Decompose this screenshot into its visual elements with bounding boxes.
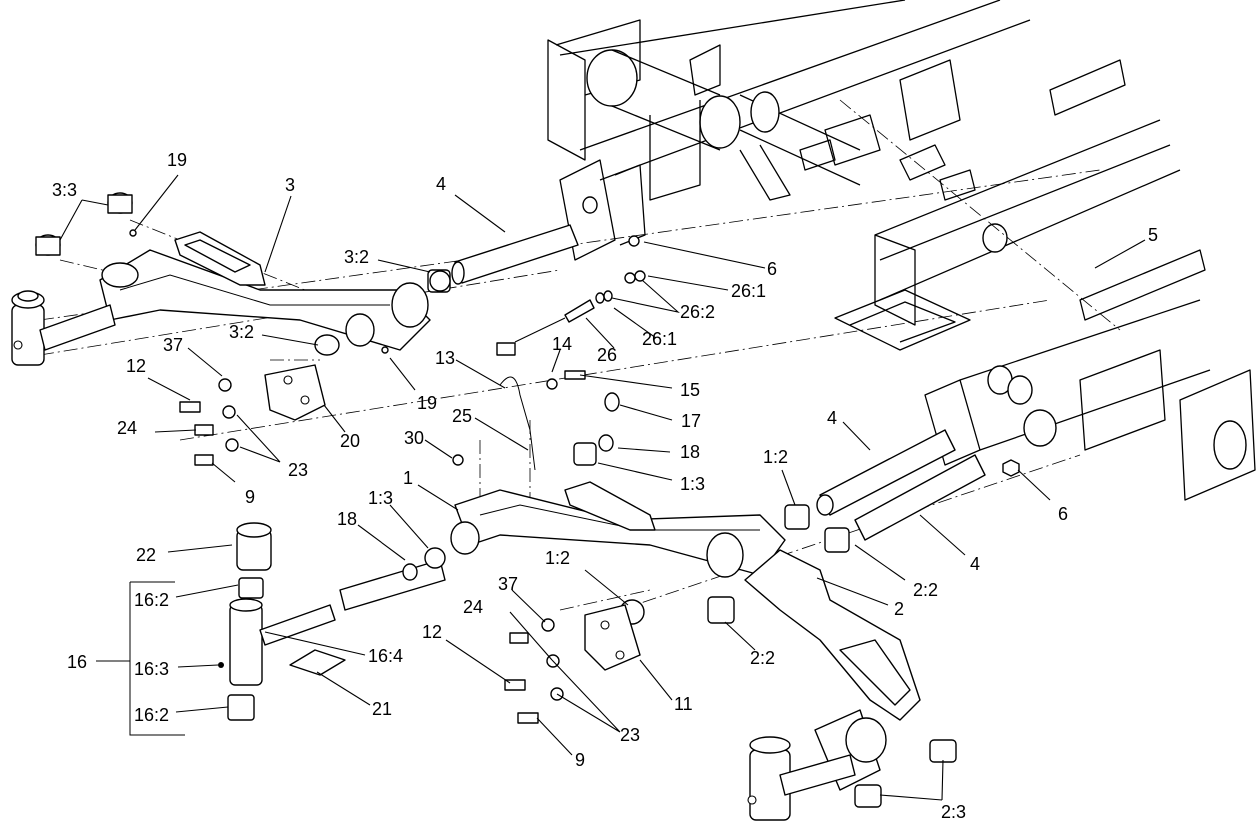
center-small-parts [452,370,620,471]
callout-12: 12 [422,622,442,642]
callout-30: 30 [404,428,424,448]
callout-18: 18 [680,442,700,462]
callout-12: 12 [126,356,146,376]
callout-6: 6 [1058,504,1068,524]
callout-18: 18 [337,509,357,529]
lower-plate-hardware [504,604,641,724]
callout-16-4: 16:4 [368,646,403,666]
callout-1-3: 1:3 [368,488,393,508]
left-arm-assembly [11,192,431,366]
callout-9: 9 [575,750,585,770]
callout-3: 3 [285,175,295,195]
callout-24: 24 [117,418,137,438]
callout-2-2: 2:2 [750,648,775,668]
callout-15: 15 [680,380,700,400]
upper-shaft-parts [314,224,646,356]
part-16-assembly [129,522,346,736]
callout-16-2: 16:2 [134,590,169,610]
callout-11: 11 [674,694,693,714]
callout-23: 23 [288,460,308,480]
callout-22: 22 [136,545,156,565]
callout-3-2: 3:2 [344,247,369,267]
callout-37: 37 [163,335,183,355]
callout-6: 6 [767,259,777,279]
callout-21: 21 [372,699,392,719]
callout-4: 4 [970,554,980,574]
callout-16-2: 16:2 [134,705,169,725]
callout-1-3: 1:3 [680,474,705,494]
callout-19: 19 [417,393,437,413]
callout-2-3: 2:3 [941,802,966,822]
callout-9: 9 [245,487,255,507]
callout-1-2: 1:2 [763,447,788,467]
callout-4: 4 [827,408,837,428]
callout-24: 24 [463,597,483,617]
callout-17: 17 [681,411,701,431]
callout-25: 25 [452,406,472,426]
callout-2-2: 2:2 [913,580,938,600]
callout-3-2: 3:2 [229,322,254,342]
callout-23: 23 [620,725,640,745]
callout-1-2: 1:2 [545,548,570,568]
callout-26-1: 26:1 [731,281,766,301]
callout-13: 13 [435,348,455,368]
callout-26: 26 [597,345,617,365]
callout-1: 1 [403,468,413,488]
callout-3-3: 3:3 [52,180,77,200]
callout-20: 20 [340,431,360,451]
leader-lines [59,174,1146,801]
callout-labels: 3:3 19 3 4 3:2 6 5 26:1 26:2 26:1 26 3:2… [52,150,1158,822]
arm-2-assembly [619,549,957,821]
left-plate-hardware [179,364,326,466]
main-frame [547,0,1256,501]
callout-4: 4 [436,174,446,194]
callout-16: 16 [67,652,87,672]
callout-26-1: 26:1 [642,329,677,349]
callout-19: 19 [167,150,187,170]
callout-5: 5 [1148,225,1158,245]
callout-16-3: 16:3 [134,659,169,679]
lower-arm-assembly [339,429,1020,611]
callout-26-2: 26:2 [680,302,715,322]
callout-14: 14 [552,334,572,354]
callout-37: 37 [498,574,518,594]
callout-2: 2 [894,599,904,619]
